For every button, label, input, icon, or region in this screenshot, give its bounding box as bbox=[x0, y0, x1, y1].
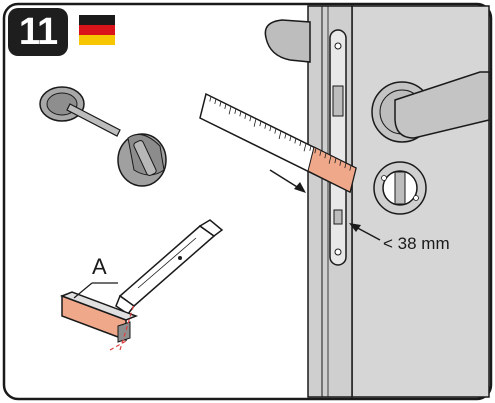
edge-arrow bbox=[269, 169, 306, 193]
measurement-arrow bbox=[349, 223, 381, 241]
measurement-label: < 38 mm bbox=[383, 234, 450, 253]
flag-icon bbox=[79, 15, 115, 45]
latch-bolt bbox=[332, 85, 344, 117]
part-label-a: A bbox=[92, 254, 107, 279]
turn-knob-icon bbox=[117, 133, 167, 187]
lever-handle bbox=[371, 71, 490, 143]
lock-faceplate bbox=[329, 29, 347, 266]
cut-guide-line bbox=[119, 303, 135, 351]
lock-cylinder-icon bbox=[373, 161, 427, 215]
door-handle-icon bbox=[264, 19, 311, 63]
label-a-leader bbox=[73, 282, 93, 299]
ruler-icon bbox=[199, 92, 357, 194]
utility-knife-icon bbox=[115, 219, 224, 316]
step-number-badge: 11 bbox=[8, 8, 68, 56]
rosette-knob-icon bbox=[39, 86, 121, 137]
spindle-part-a bbox=[59, 291, 139, 351]
